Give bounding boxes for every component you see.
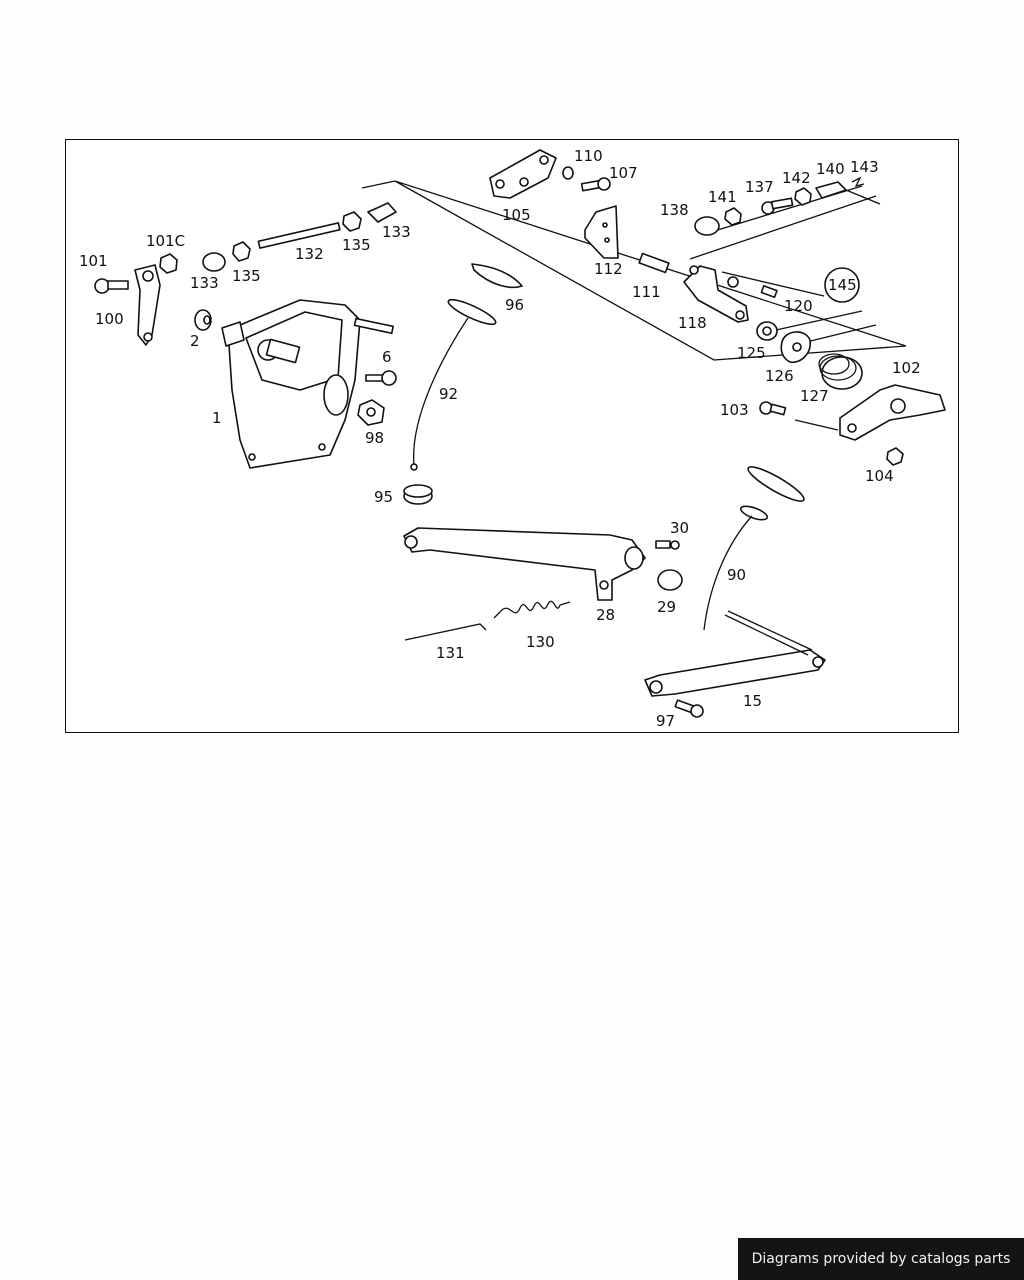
label-part-142: 142 — [782, 169, 811, 187]
diagram-frame — [65, 139, 959, 733]
label-part-1: 1 — [212, 409, 222, 427]
nut-part-104 — [886, 447, 904, 466]
label-part-30: 30 — [670, 519, 689, 537]
label-part-126: 126 — [765, 367, 794, 385]
footer-credit-badge: Diagrams provided by catalogs parts — [738, 1238, 1024, 1280]
rod-part-131 — [404, 623, 487, 641]
nut-part-142 — [794, 187, 812, 206]
label-part-98: 98 — [365, 429, 384, 447]
cable-part-90 — [703, 466, 805, 631]
label-part-133-left: 133 — [190, 274, 219, 292]
bushing-part-29 — [657, 569, 683, 591]
spring-part-130 — [493, 600, 571, 619]
bolt-part-97 — [674, 699, 704, 718]
nut-part-101c — [159, 253, 178, 274]
cap-part-133-right — [367, 202, 397, 223]
pin-part-120 — [760, 285, 778, 299]
bolt-part-103 — [759, 401, 787, 416]
label-part-100: 100 — [95, 310, 124, 328]
label-part-110: 110 — [574, 147, 603, 165]
plate-part-112 — [584, 205, 619, 259]
label-part-125: 125 — [737, 344, 766, 362]
clip-part-143 — [851, 176, 865, 187]
label-part-6: 6 — [382, 348, 392, 366]
lever-part-100 — [134, 264, 161, 346]
circle-callout-145 — [824, 267, 860, 303]
label-part-111: 111 — [632, 283, 661, 301]
label-part-105: 105 — [502, 206, 531, 224]
nut-part-135-right — [342, 211, 362, 232]
grommet-part-95 — [403, 484, 433, 505]
label-part-120: 120 — [784, 297, 813, 315]
cap-part-140 — [815, 181, 847, 199]
pad-part-96 — [471, 263, 523, 289]
label-part-15: 15 — [743, 692, 762, 710]
bolt-part-137 — [761, 197, 794, 215]
nut-part-135-left — [232, 241, 251, 262]
label-part-131: 131 — [436, 644, 465, 662]
spring-part-127 — [818, 353, 863, 390]
label-part-107: 107 — [609, 164, 638, 182]
label-part-90: 90 — [727, 566, 746, 584]
label-part-112: 112 — [594, 260, 623, 278]
bracket-part-102 — [839, 384, 946, 441]
label-part-2: 2 — [190, 332, 200, 350]
nut-part-141 — [724, 207, 742, 226]
label-part-104: 104 — [865, 467, 894, 485]
label-part-97: 97 — [656, 712, 675, 730]
label-part-28: 28 — [596, 606, 615, 624]
bolt-part-6 — [365, 370, 397, 386]
pedal-bracket-part — [221, 299, 394, 469]
label-part-102: 102 — [892, 359, 921, 377]
cap-part-126 — [780, 331, 811, 364]
bracket-part-105 — [489, 149, 557, 199]
bolt-part-101 — [94, 278, 129, 294]
assembly-lines — [361, 180, 907, 431]
label-part-96: 96 — [505, 296, 524, 314]
label-part-135-left: 135 — [232, 267, 261, 285]
label-part-143: 143 — [850, 158, 879, 176]
cap-part-133-left — [202, 252, 226, 272]
label-part-145: 145 — [828, 276, 857, 294]
grease-nipple-part-30 — [655, 540, 680, 550]
lever-part-15 — [644, 610, 826, 697]
washer-part-110 — [562, 166, 574, 180]
label-part-95: 95 — [374, 488, 393, 506]
label-part-141: 141 — [708, 188, 737, 206]
label-part-127: 127 — [800, 387, 829, 405]
label-part-103: 103 — [720, 401, 749, 419]
label-part-133-right: 133 — [382, 223, 411, 241]
pedal-arm-part-28 — [403, 527, 646, 601]
label-part-140: 140 — [816, 160, 845, 178]
bushing-part-2 — [194, 309, 212, 331]
cap-part-138 — [694, 216, 720, 236]
label-part-29: 29 — [657, 598, 676, 616]
pin-part-111 — [638, 252, 670, 274]
label-part-135-right: 135 — [342, 236, 371, 254]
cable-part-92 — [410, 298, 497, 471]
label-part-101: 101 — [79, 252, 108, 270]
bolt-part-107 — [580, 177, 611, 192]
rod-part-132 — [257, 222, 341, 249]
washer-part-125 — [756, 321, 778, 341]
clip-part-98 — [357, 399, 385, 426]
label-part-118: 118 — [678, 314, 707, 332]
label-part-138: 138 — [660, 201, 689, 219]
part-labels: 1 2 6 15 28 29 30 90 92 95 96 97 98 100 … — [79, 147, 921, 730]
label-part-137: 137 — [745, 178, 774, 196]
label-part-92: 92 — [439, 385, 458, 403]
label-part-130: 130 — [526, 633, 555, 651]
label-part-132: 132 — [295, 245, 324, 263]
label-part-101c: 101C — [146, 232, 185, 250]
lever-part-118 — [683, 265, 749, 323]
